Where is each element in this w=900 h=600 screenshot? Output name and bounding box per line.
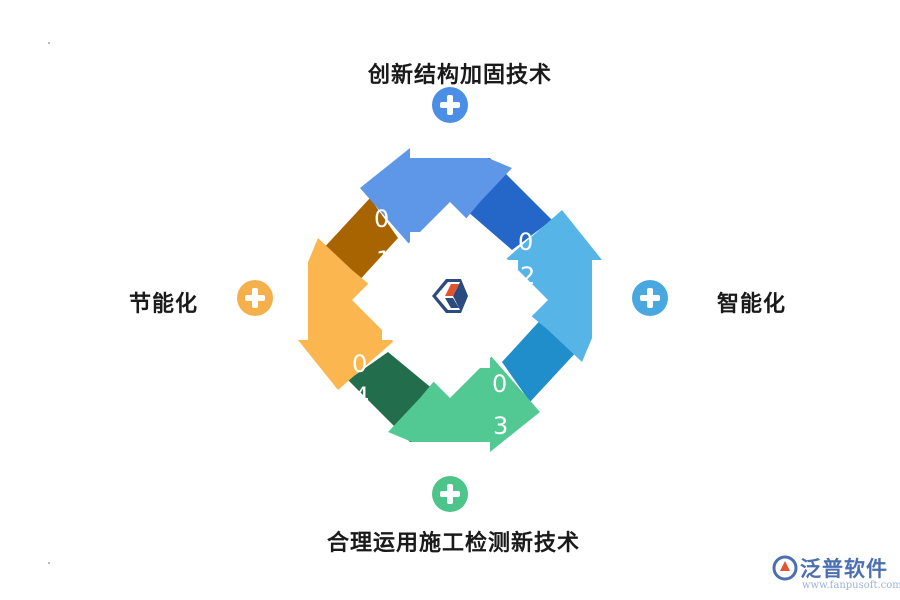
segment-1-number-2: 1 — [376, 246, 391, 274]
brand-name: 泛普软件 — [800, 557, 888, 581]
arrow-top — [360, 148, 512, 245]
cycle-diagram: 0 1 0 2 0 3 0 4 — [298, 148, 602, 452]
segment-3-number: 0 — [492, 370, 507, 398]
label-construction-testing-technology: 合理运用施工检测新技术 — [327, 531, 581, 556]
arrow-right — [505, 210, 602, 362]
brand-logo-icon — [772, 555, 798, 581]
label-energy-saving: 节能化 — [129, 292, 199, 317]
segment-4-number-2: 4 — [354, 382, 369, 410]
arrow-left — [298, 238, 395, 390]
corner-dot-bottom-left — [48, 562, 50, 564]
brand-watermark: 泛普软件 www.fanpusoft.com — [772, 552, 900, 596]
corner-dot-top-left — [48, 42, 50, 44]
segment-2-number: 0 — [518, 228, 533, 256]
label-innovative-structure-reinforcement: 创新结构加固技术 — [368, 63, 553, 88]
label-intelligent: 智能化 — [717, 292, 787, 317]
segment-2-number-2: 2 — [520, 262, 535, 290]
plus-icon-bottom[interactable] — [432, 476, 468, 512]
segment-1-number: 0 — [374, 205, 389, 233]
plus-icon-left[interactable] — [237, 280, 273, 316]
segment-3-number-2: 3 — [493, 412, 508, 440]
arrow-bottom — [388, 355, 540, 452]
center-logo — [432, 279, 468, 313]
plus-icon-top[interactable] — [432, 87, 468, 123]
brand-url: www.fanpusoft.com — [802, 580, 900, 591]
plus-icon-right[interactable] — [632, 280, 668, 316]
segment-4-number: 0 — [352, 350, 367, 378]
